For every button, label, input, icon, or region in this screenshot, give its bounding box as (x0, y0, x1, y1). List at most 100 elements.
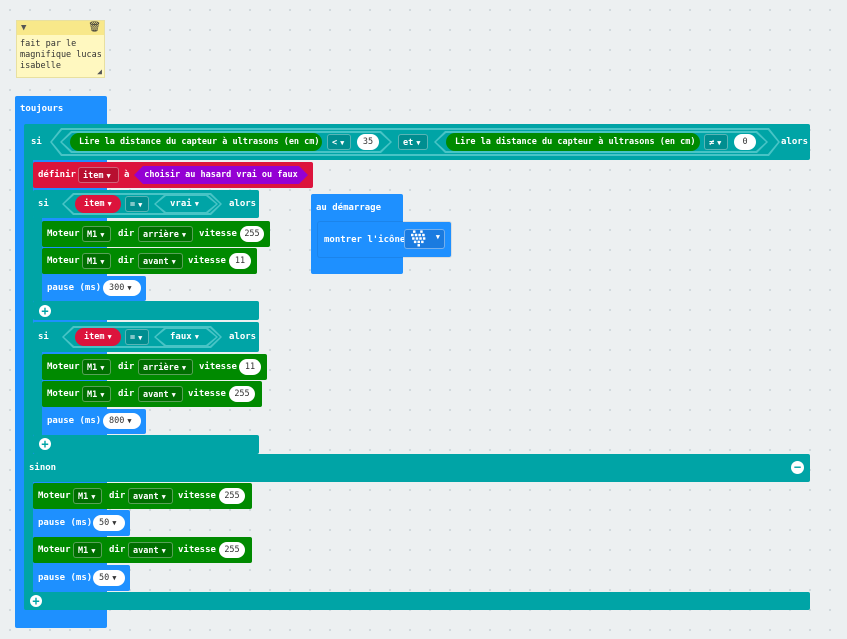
chevron-down-icon: ▼ (181, 231, 187, 239)
chevron-down-icon: ▼ (435, 233, 440, 241)
remove-else-icon[interactable]: − (791, 461, 804, 474)
direction-select[interactable]: avant▼ (128, 542, 173, 558)
motor-value: M1 (87, 230, 98, 240)
add-else-icon[interactable]: + (39, 305, 51, 317)
inner-if-1-alors: alors (229, 199, 257, 209)
pause-input[interactable]: 300▼ (103, 280, 141, 296)
chevron-down-icon: ▼ (416, 139, 421, 147)
inner-if-2-operator[interactable]: =▼ (125, 329, 149, 345)
comment-note[interactable]: ▼ 🗑 fait par le magnifique lucas isabell… (16, 20, 105, 78)
trash-icon[interactable]: 🗑 (88, 22, 101, 33)
dir-label: dir (118, 362, 135, 372)
chevron-down-icon: ▼ (161, 547, 166, 555)
pause-label: pause (ms) (47, 283, 102, 293)
item-variable-reporter-2[interactable]: item▼ (75, 328, 121, 346)
if-block-outer-footer (24, 592, 810, 610)
direction-select[interactable]: avant▼ (138, 253, 183, 269)
compare-right-operator[interactable]: ≠▼ (704, 134, 728, 150)
chevron-down-icon: ▼ (161, 493, 166, 501)
pause-input[interactable]: 800▼ (103, 413, 141, 429)
speed-input[interactable]: 11 (239, 359, 261, 375)
compare-left-op-text: < (332, 138, 338, 148)
chevron-down-icon: ▼ (181, 364, 187, 372)
forever-label: toujours (20, 104, 64, 114)
motor-label: Moteur (38, 491, 71, 501)
bool-vrai-reporter[interactable] (154, 194, 218, 214)
bool-faux-text: faux (170, 332, 192, 342)
compare-left-value[interactable]: 35 (357, 134, 379, 150)
direction-select[interactable]: avant▼ (128, 488, 173, 504)
inner-if-1-op-text: = (130, 200, 136, 210)
add-elseif-icon[interactable]: + (30, 595, 42, 607)
pause-label: pause (ms) (47, 416, 102, 426)
chevron-down-icon: ▼ (127, 417, 132, 425)
speed-input[interactable]: 11 (229, 253, 251, 269)
compare-left-operator[interactable]: <▼ (327, 134, 351, 150)
item-variable-label-2: item (84, 332, 105, 342)
inner-if-1-operator[interactable]: =▼ (125, 196, 149, 212)
pause-value: 300 (109, 283, 125, 293)
on-start-label: au démarrage (316, 203, 382, 213)
direction-value: avant (133, 546, 159, 556)
bool-vrai-label[interactable]: vrai▼ (170, 198, 199, 210)
motor-label: Moteur (47, 389, 80, 399)
pause-input[interactable]: 50▼ (93, 515, 125, 531)
motor-select[interactable]: M1▼ (73, 488, 102, 504)
chevron-down-icon: ▼ (138, 201, 143, 209)
motor-value: M1 (78, 492, 89, 502)
chevron-down-icon: ▼ (100, 391, 105, 399)
pause-value: 800 (109, 416, 125, 426)
chevron-down-icon: ▼ (106, 172, 111, 180)
motor-label: Moteur (38, 545, 71, 555)
dir-label: dir (118, 229, 135, 239)
bool-faux-reporter[interactable] (154, 327, 218, 347)
speed-label: vitesse (199, 229, 237, 239)
add-else-icon[interactable]: + (39, 438, 51, 450)
speed-input[interactable]: 255 (219, 488, 245, 504)
and-operator[interactable]: et▼ (398, 134, 428, 150)
speed-label: vitesse (199, 362, 237, 372)
comment-text[interactable]: fait par le magnifique lucas isabelle (20, 39, 102, 71)
random-boolean-reporter[interactable]: choisir au hasard vrai ou faux (134, 166, 308, 184)
ultrasonic-label-right: Lire la distance du capteur à ultrasons … (455, 137, 696, 147)
pause-label: pause (ms) (38, 573, 93, 583)
motor-select[interactable]: M1▼ (73, 542, 102, 558)
direction-value: avant (143, 257, 169, 267)
motor-select[interactable]: M1▼ (82, 253, 111, 269)
speed-input[interactable]: 255 (229, 386, 255, 402)
item-variable-label-1: item (84, 199, 105, 209)
if-block-outer-spine-else (24, 480, 33, 594)
ultrasonic-distance-reporter-right[interactable]: Lire la distance du capteur à ultrasons … (446, 133, 700, 151)
direction-select[interactable]: avant▼ (138, 386, 183, 402)
motor-select[interactable]: M1▼ (82, 226, 111, 242)
chevron-down-icon: ▼ (340, 139, 345, 147)
set-variable-dropdown[interactable]: item▼ (78, 167, 119, 183)
else-block-row[interactable] (24, 454, 810, 482)
pause-input[interactable]: 50▼ (93, 570, 125, 586)
bool-faux-label[interactable]: faux▼ (170, 331, 199, 343)
direction-value: arrière (143, 230, 179, 240)
speed-input[interactable]: 255 (240, 226, 264, 242)
if-si-label: si (31, 137, 42, 147)
ultrasonic-distance-reporter-left[interactable]: Lire la distance du capteur à ultrasons … (70, 133, 322, 151)
comment-header[interactable]: ▼ 🗑 (17, 21, 104, 35)
chevron-down-icon: ▼ (112, 574, 117, 582)
direction-select[interactable]: arrière▼ (138, 359, 193, 375)
motor-select[interactable]: M1▼ (82, 386, 111, 402)
icon-select[interactable]: ▼ (404, 229, 445, 249)
motor-select[interactable]: M1▼ (82, 359, 111, 375)
if-block-outer-spine (24, 158, 33, 456)
resize-handle-icon[interactable]: ◢ (97, 67, 102, 76)
set-to-label: à (124, 170, 130, 180)
compare-right-value[interactable]: 0 (734, 134, 756, 150)
triangle-down-icon[interactable]: ▼ (21, 23, 27, 33)
item-variable-reporter-1[interactable]: item▼ (75, 195, 121, 213)
motor-label: Moteur (47, 362, 80, 372)
direction-select[interactable]: arrière▼ (138, 226, 193, 242)
set-variable-name: item (83, 171, 104, 181)
show-icon-label: montrer l'icône (324, 235, 406, 245)
motor-label: Moteur (47, 256, 80, 266)
pause-value: 50 (99, 573, 110, 583)
speed-input[interactable]: 255 (219, 542, 245, 558)
speed-label: vitesse (188, 389, 226, 399)
